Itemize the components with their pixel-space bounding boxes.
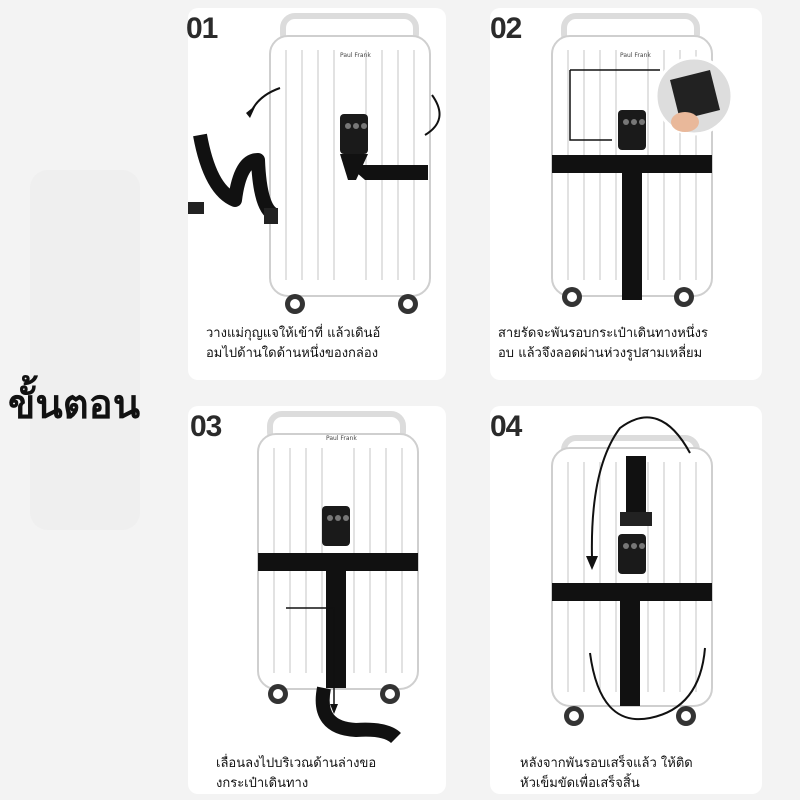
caption-line: เลื่อนลงไปบริเวณด้านล่างขอ — [216, 756, 377, 771]
step-4-illustration — [551, 416, 713, 726]
brand-label: Paul Frank — [326, 435, 357, 442]
arrow-curve-icon — [286, 607, 335, 708]
luggage-strap-icon — [552, 155, 712, 300]
step-1-caption: วางแม่กุญแจให้เข้าที่ แล้วเดินอ้ อมไปด้า… — [206, 324, 380, 364]
arrow-curve-icon — [569, 70, 612, 141]
step-number-2: 02 — [490, 12, 522, 45]
brand-label: Paul Frank — [620, 52, 651, 59]
step-2-caption: สายรัดจะพันรอบกระเป๋าเดินทางหนึ่งร อบ แล… — [498, 324, 708, 364]
step-number-1: 01 — [186, 12, 218, 45]
caption-line: อบ แล้วจึงลอดผ่านห่วงรูปสามเหลี่ยม — [498, 346, 703, 361]
step-2-illustration: Paul Frank — [551, 13, 734, 307]
step-number-3: 03 — [190, 410, 222, 443]
caption-line: หลังจากพันรอบเสร็จแล้ว ให้ติด — [520, 756, 693, 771]
arrow-curve-icon — [590, 416, 691, 559]
arrow-curve-icon — [424, 94, 441, 136]
combination-lock-icon — [618, 110, 646, 150]
combination-lock-icon — [322, 506, 350, 546]
background-suitcase-shadow — [30, 170, 140, 530]
suitcase-icon — [551, 447, 713, 726]
caption-line: หัวเข็มขัดเพื่อเสร็จสิ้น — [520, 776, 640, 791]
combination-lock-icon — [340, 114, 368, 180]
luggage-strap-icon — [552, 456, 712, 706]
page-title: ขั้นตอน — [8, 381, 141, 428]
luggage-strap-icon — [258, 553, 418, 744]
caption-line: วางแม่กุญแจให้เข้าที่ แล้วเดินอ้ — [206, 326, 381, 341]
step-1-illustration: Paul Frank — [188, 13, 441, 314]
combination-lock-icon — [618, 534, 646, 574]
brand-label: Paul Frank — [340, 52, 371, 59]
caption-line: อมไปด้านใดด้านหนึ่งของกล่อง — [206, 346, 379, 361]
luggage-strap-icon — [348, 165, 428, 180]
step-3-caption: เลื่อนลงไปบริเวณด้านล่างขอ งกระเป๋าเดินท… — [216, 754, 376, 794]
caption-line: งกระเป๋าเดินทาง — [216, 776, 309, 791]
step-4-caption: หลังจากพันรอบเสร็จแล้ว ให้ติด หัวเข็มขัด… — [520, 754, 693, 794]
step-number-4: 04 — [490, 410, 522, 443]
step-3-illustration: Paul Frank — [257, 411, 419, 744]
caption-line: สายรัดจะพันรอบกระเป๋าเดินทางหนึ่งร — [498, 326, 708, 341]
